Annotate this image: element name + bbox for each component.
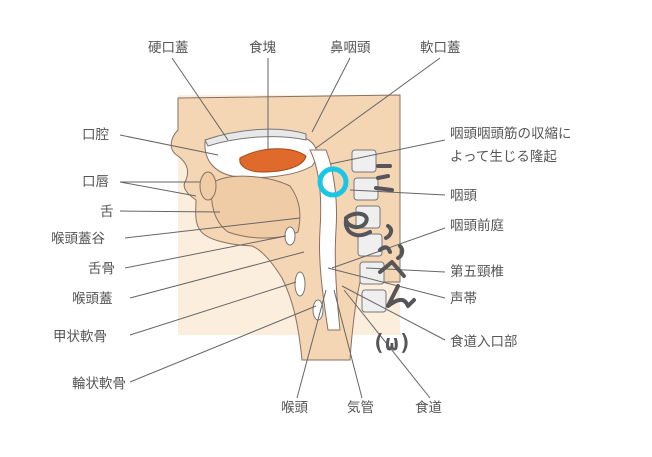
label-cricoid-cartilage: 輪状軟骨 — [72, 375, 126, 392]
label-bolus: 食塊 — [249, 39, 276, 56]
label-hyoid: 舌骨 — [88, 261, 115, 277]
label-pharynx: 咽頭 — [450, 188, 477, 204]
handwritten-annotation — [317, 164, 416, 308]
hard-palate-shape — [204, 128, 307, 147]
label-vallecula: 喉頭蓋谷 — [51, 231, 105, 247]
highlight-circle — [317, 166, 349, 198]
label-hard-palate: 硬口蓋 — [148, 40, 189, 56]
label-epiglottis: 喉頭蓋 — [72, 291, 113, 307]
cricoid-shape — [312, 299, 324, 321]
lips-shape — [199, 171, 217, 201]
label-pharyngeal-vestibule: 咽頭前庭 — [450, 217, 504, 234]
hyoid-shape — [284, 226, 296, 246]
handwritten-symbol: (ω) — [372, 331, 412, 356]
label-esophagus: 食道 — [415, 399, 442, 416]
label-larynx: 喉頭 — [281, 400, 308, 416]
thyroid-cartilage-shape — [294, 271, 306, 297]
leader-lines — [119, 57, 446, 399]
bolus-shape — [239, 148, 307, 173]
label-oral-cavity: 口腔 — [82, 127, 109, 143]
labels: 硬口蓋 食塊 鼻咽頭 軟口蓋 口腔 咽頭咽頭筋の収縮に よって生じる隆起 口唇 … — [51, 39, 572, 416]
label-lips: 口唇 — [82, 174, 109, 190]
label-nasopharynx: 鼻咽頭 — [330, 39, 371, 56]
label-esophageal-entrance: 食道入口部 — [450, 333, 518, 350]
label-pharyngeal-bulge-line1: 咽頭咽頭筋の収縮に — [450, 125, 572, 142]
label-vocal-cords: 声帯 — [450, 291, 477, 307]
label-tongue: 舌 — [100, 204, 114, 220]
cervical-spine — [351, 149, 387, 313]
label-trachea: 気管 — [347, 400, 374, 416]
label-pharyngeal-bulge-line2: よって生じる隆起 — [450, 149, 557, 165]
tongue-shape — [211, 175, 301, 239]
label-soft-palate: 軟口蓋 — [420, 40, 461, 56]
label-c5: 第五頸椎 — [450, 263, 504, 280]
label-thyroid-cartilage: 甲状軟骨 — [53, 329, 107, 345]
